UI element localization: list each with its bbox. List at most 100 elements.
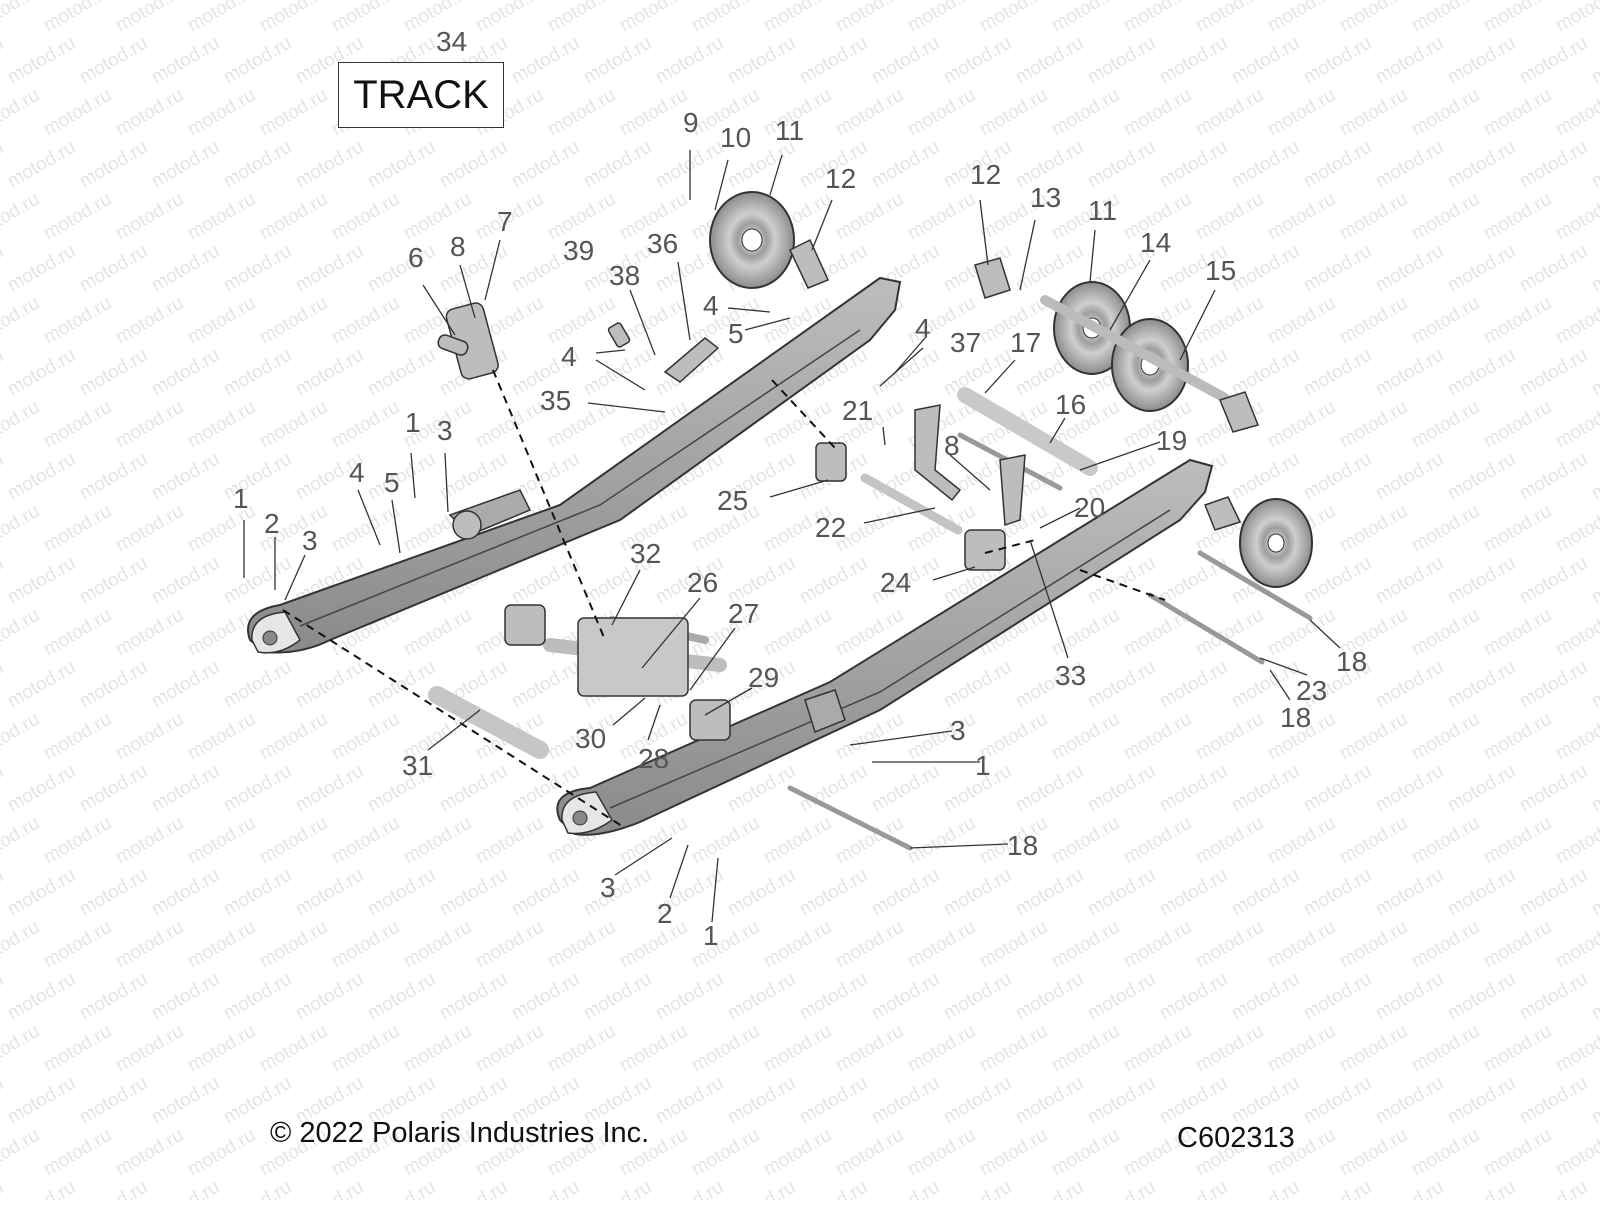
callout: 28	[638, 743, 669, 774]
callout: 5	[384, 467, 400, 498]
watermark-text: motod.ru	[328, 0, 403, 36]
watermark-text: motod.ru	[148, 865, 223, 921]
watermark-text: motod.ru	[472, 813, 547, 869]
watermark-text: motod.ru	[1480, 1125, 1555, 1181]
watermark-text: motod.ru	[1408, 1021, 1483, 1077]
watermark-text: motod.ru	[0, 345, 7, 401]
watermark-text: motod.ru	[364, 865, 439, 921]
callout: 17	[1010, 327, 1041, 358]
watermark-text: motod.ru	[904, 1125, 979, 1181]
watermark-text: motod.ru	[148, 553, 223, 609]
watermark-text: motod.ru	[40, 189, 115, 245]
watermark-text: motod.ru	[1192, 293, 1267, 349]
callout: 26	[687, 567, 718, 598]
watermark-text: motod.ru	[1444, 33, 1519, 89]
watermark-text: motod.ru	[1156, 33, 1231, 89]
watermark-text: motod.ru	[976, 1125, 1051, 1181]
watermark-text: motod.ru	[1192, 0, 1267, 36]
watermark-text: motod.ru	[364, 137, 439, 193]
watermark-text: motod.ru	[220, 865, 295, 921]
watermark-text: motod.ru	[1516, 33, 1591, 89]
watermark-text: motod.ru	[1012, 865, 1087, 921]
callout: 23	[1296, 675, 1327, 706]
watermark-text: motod.ru	[256, 189, 331, 245]
watermark-text: motod.ru	[112, 709, 187, 765]
watermark-text: motod.ru	[1408, 605, 1483, 661]
watermark-text: motod.ru	[292, 1177, 367, 1200]
watermark-text: motod.ru	[1192, 813, 1267, 869]
watermark-text: motod.ru	[76, 761, 151, 817]
watermark-text: motod.ru	[1120, 709, 1195, 765]
watermark-text: motod.ru	[4, 241, 79, 297]
callout: 22	[815, 512, 846, 543]
watermark-text: motod.ru	[1156, 553, 1231, 609]
watermark-text: motod.ru	[724, 33, 799, 89]
watermark-text: motod.ru	[292, 137, 367, 193]
watermark-text: motod.ru	[1192, 605, 1267, 661]
track-label-box: TRACK	[338, 62, 504, 128]
callout: 29	[748, 662, 779, 693]
watermark-text: motod.ru	[1408, 501, 1483, 557]
watermark-text: motod.ru	[1012, 969, 1087, 1025]
watermark-text: motod.ru	[1516, 449, 1591, 505]
watermark-text: motod.ru	[904, 85, 979, 141]
watermark-text: motod.ru	[0, 865, 7, 921]
watermark-text: motod.ru	[976, 0, 1051, 36]
callout: 30	[575, 723, 606, 754]
watermark-text: motod.ru	[256, 85, 331, 141]
watermark-text: motod.ru	[1372, 241, 1447, 297]
watermark-text: motod.ru	[436, 137, 511, 193]
watermark-text: motod.ru	[0, 189, 43, 245]
watermark-text: motod.ru	[1192, 917, 1267, 973]
watermark-text: motod.ru	[1588, 761, 1600, 817]
watermark-text: motod.ru	[40, 605, 115, 661]
watermark-text: motod.ru	[1516, 553, 1591, 609]
watermark-text: motod.ru	[364, 969, 439, 1025]
watermark-text: motod.ru	[1156, 865, 1231, 921]
idler-wheel-right	[1239, 498, 1313, 588]
callout: 1	[405, 407, 421, 438]
watermark-text: motod.ru	[1480, 813, 1555, 869]
watermark-text: motod.ru	[1228, 1073, 1303, 1129]
watermark-text: motod.ru	[544, 917, 619, 973]
watermark-text: motod.ru	[580, 33, 655, 89]
watermark-text: motod.ru	[0, 449, 7, 505]
watermark-text: motod.ru	[1516, 761, 1591, 817]
watermark-text: motod.ru	[0, 293, 43, 349]
watermark-text: motod.ru	[1552, 293, 1600, 349]
watermark-text: motod.ru	[1084, 1073, 1159, 1129]
watermark-text: motod.ru	[4, 1073, 79, 1129]
watermark-text: motod.ru	[184, 1125, 259, 1181]
watermark-text: motod.ru	[148, 1177, 223, 1200]
watermark-text: motod.ru	[688, 293, 763, 349]
watermark-text: motod.ru	[148, 657, 223, 713]
watermark-text: motod.ru	[1588, 969, 1600, 1025]
callout-leaders	[243, 150, 1341, 923]
watermark-text: motod.ru	[292, 969, 367, 1025]
copyright-text: © 2022 Polaris Industries Inc.	[270, 1117, 650, 1149]
watermark-text: motod.ru	[1156, 657, 1231, 713]
watermark-text: motod.ru	[1408, 293, 1483, 349]
watermark-text: motod.ru	[1372, 1177, 1447, 1200]
callout: 32	[630, 538, 661, 569]
watermark-text: motod.ru	[1120, 0, 1195, 36]
watermark-text: motod.ru	[256, 293, 331, 349]
idler-wheel-15	[1111, 318, 1189, 412]
watermark-text: motod.ru	[112, 397, 187, 453]
watermark-text: motod.ru	[1300, 241, 1375, 297]
watermark-text: motod.ru	[40, 501, 115, 557]
watermark-text: motod.ru	[184, 1021, 259, 1077]
watermark-text: motod.ru	[796, 865, 871, 921]
callout: 9	[683, 107, 699, 138]
track-label: TRACK	[353, 72, 489, 117]
watermark-text: motod.ru	[1084, 1177, 1159, 1200]
watermark-text: motod.ru	[940, 33, 1015, 89]
watermark-text: motod.ru	[220, 553, 295, 609]
watermark-text: motod.ru	[544, 85, 619, 141]
watermark-text: motod.ru	[436, 969, 511, 1025]
watermark-text: motod.ru	[112, 605, 187, 661]
callout-labels: 1 1 1 1 2 2 3 3 3 3 4 4 4 4 5 5 6 7 8 8 …	[233, 107, 1367, 951]
watermark-text: motod.ru	[76, 553, 151, 609]
callout: 18	[1336, 646, 1367, 677]
watermark-text: motod.ru	[832, 1021, 907, 1077]
